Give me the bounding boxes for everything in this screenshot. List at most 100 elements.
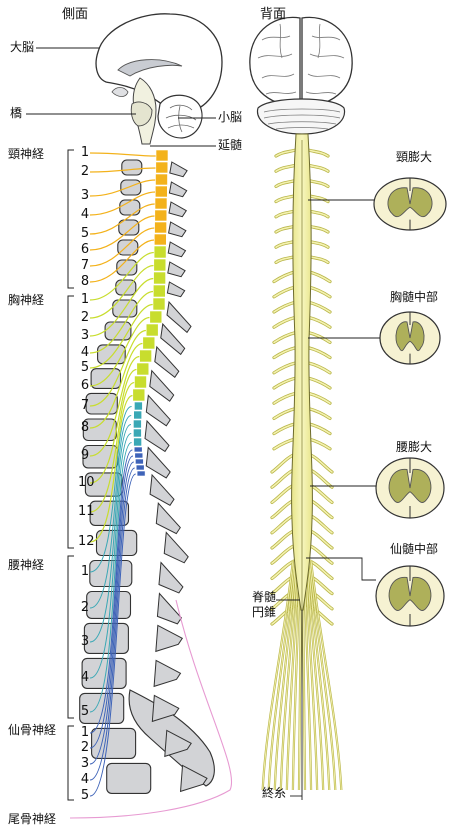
group-label-thoracic: 胸神経 — [8, 293, 45, 307]
nerve-number: 8 — [80, 420, 90, 435]
label-cerebellum: 小脳 — [218, 110, 243, 124]
vertebral-body — [97, 344, 126, 365]
spinous-process — [168, 201, 188, 218]
spinous-process — [156, 592, 183, 625]
cord-segment — [134, 401, 143, 411]
segmental-nerve-core — [307, 346, 331, 359]
nerve-number: 6 — [80, 242, 90, 257]
section-label-thoracic: 胸髄中部 — [390, 290, 439, 304]
cerebellum-shape — [157, 94, 203, 139]
spinous-process — [164, 729, 192, 758]
nerve-number: 4 — [80, 207, 90, 222]
nerve-root — [89, 251, 155, 301]
label-filum-terminale: 終糸 — [262, 786, 287, 800]
grey-matter — [387, 187, 433, 218]
vertebral-body — [91, 727, 137, 759]
nerve-number: 2 — [80, 600, 90, 615]
cord-segment — [135, 464, 145, 471]
nerve-number: 5 — [80, 226, 90, 241]
segmental-nerve-core — [307, 377, 331, 389]
nerve-root — [89, 355, 140, 457]
spinous-process — [144, 419, 170, 453]
vertebral-body — [119, 199, 141, 216]
posterior-cerebellum — [256, 98, 346, 135]
nerve-root — [89, 316, 150, 387]
nerve-root — [89, 167, 156, 173]
cord-segment — [132, 388, 146, 402]
grey-matter — [388, 468, 432, 503]
nerve-number: 6 — [80, 378, 90, 393]
spinous-process — [145, 394, 171, 427]
cord-segment — [133, 437, 142, 447]
nerve-number: 5 — [80, 704, 90, 719]
cord-segment — [153, 258, 167, 272]
posterior-brain — [249, 16, 353, 135]
nerve-root — [89, 381, 135, 513]
vertebral-body — [118, 219, 140, 236]
cord-segment — [154, 197, 168, 210]
nerve-number: 12 — [78, 534, 95, 549]
group-bracket — [67, 149, 74, 289]
cord-segment — [133, 446, 143, 453]
group-label-coccygeal: 尾骨神経 — [8, 812, 57, 826]
nerve-number: 8 — [80, 274, 90, 289]
nerve-root — [89, 277, 154, 337]
segmental-nerve-core — [273, 362, 297, 374]
lateral-spinous-processes — [144, 161, 208, 793]
spinous-process — [167, 241, 187, 258]
cauda-equina-root-core — [306, 559, 324, 791]
cord-segment — [133, 419, 142, 429]
nerve-root — [89, 239, 155, 283]
lateral-nerve-roots — [69, 152, 233, 819]
segmental-nerve-core — [307, 149, 329, 157]
cord-segment — [154, 233, 167, 246]
nerve-number: 2 — [80, 310, 90, 325]
cauda-equina-root-core — [307, 559, 330, 791]
group-label-sacral: 仙骨神経 — [8, 723, 57, 737]
group-bracket — [67, 295, 74, 549]
nerve-root — [89, 368, 137, 484]
nerve-root — [89, 215, 155, 251]
section-label-lumbar: 腰膨大 — [396, 440, 433, 454]
cord-segment — [139, 349, 152, 363]
spinous-process — [145, 446, 171, 479]
nerve-number: 3 — [80, 328, 90, 343]
cord-segment — [149, 310, 163, 324]
nerve-root — [89, 433, 132, 679]
cord-segment — [145, 323, 159, 337]
cord-segment — [133, 428, 142, 438]
vertebral-body — [81, 657, 127, 689]
pons-shape — [130, 101, 153, 127]
spinous-process — [163, 531, 189, 564]
posterior-cerebellum-folia — [263, 108, 341, 130]
vertebral-body — [120, 179, 142, 196]
label-conus-line1: 脊髄 — [252, 590, 277, 604]
spinous-process — [153, 659, 182, 688]
nerve-root — [89, 461, 135, 765]
nerve-number: 11 — [78, 504, 95, 519]
group-bracket — [67, 725, 74, 801]
vertebral-body — [121, 159, 143, 176]
spinous-process — [167, 261, 186, 278]
spinous-process — [179, 764, 208, 793]
nerve-number: 1 — [80, 292, 90, 307]
cauda-equina-root-core — [304, 559, 318, 791]
group-brackets — [67, 149, 74, 801]
nerve-number: 4 — [80, 670, 90, 685]
cord-segment — [134, 452, 144, 459]
label-conus-line2: 円錐 — [252, 605, 277, 619]
nerve-root — [89, 329, 147, 407]
nerve-root — [89, 449, 133, 734]
nerve-number: 5 — [80, 360, 90, 375]
vertebral-body — [106, 762, 152, 794]
nerve-root — [89, 179, 156, 197]
group-label-lumbar: 腰神経 — [8, 558, 45, 572]
nerve-root — [89, 473, 137, 797]
group-label-cervical: 頸神経 — [8, 147, 45, 161]
lateral-spinal-cord — [132, 149, 169, 477]
label-cerebrum: 大脳 — [10, 40, 35, 54]
cauda-equina-root-core — [262, 559, 294, 791]
spinous-process — [166, 300, 192, 334]
vertebral-body — [85, 392, 118, 415]
